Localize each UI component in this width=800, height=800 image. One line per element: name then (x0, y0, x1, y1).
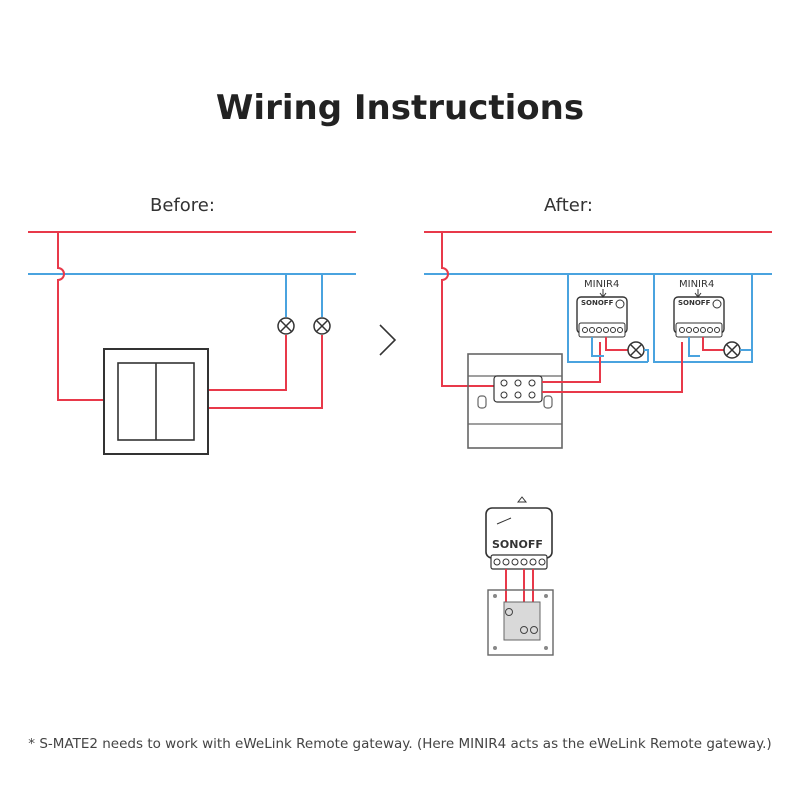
before-label: Before: (150, 195, 215, 216)
module-1-load (605, 337, 628, 351)
before-live-drop (57, 232, 105, 401)
wall-box (467, 353, 563, 449)
brand-logo: SONOFF (492, 538, 543, 551)
before-diagram (28, 231, 356, 455)
lamp-1-neutral (644, 349, 649, 362)
remote-detail: SONOFF (485, 496, 554, 656)
before-switched-live-2 (208, 335, 323, 409)
module-2-load (702, 337, 724, 351)
brand-logo: SONOFF (678, 299, 711, 307)
module-label: MINIR4 (679, 279, 714, 290)
after-label: After: (544, 195, 593, 216)
wall-box-small (487, 589, 554, 656)
lamp-icon (723, 341, 741, 359)
after-diagram: MINIR4 SONOFF MINIR4 S (424, 231, 772, 449)
after-neutral-drop-1 (567, 274, 604, 363)
minir4-module-2: MINIR4 SONOFF (673, 279, 725, 338)
wall-switch (103, 348, 209, 455)
footnote: * S-MATE2 needs to work with eWeLink Rem… (28, 736, 772, 752)
chevron-right-icon (379, 324, 397, 356)
minir4-module-1: MINIR4 SONOFF (576, 279, 628, 338)
page-title: Wiring Instructions (215, 88, 585, 128)
module-1-neutral (591, 337, 604, 357)
module-2-neutral (688, 337, 700, 357)
brand-logo: SONOFF (581, 299, 614, 307)
module-label: MINIR4 (584, 279, 619, 290)
before-switched-live-1 (208, 335, 287, 391)
arrow-up-icon (516, 496, 528, 503)
lamp-icon (313, 317, 331, 335)
lamp-icon (277, 317, 295, 335)
after-neutral-return (666, 274, 753, 363)
after-live-to-module-2 (542, 342, 683, 393)
lamp-icon (627, 341, 645, 359)
after-live-drop (441, 232, 500, 387)
